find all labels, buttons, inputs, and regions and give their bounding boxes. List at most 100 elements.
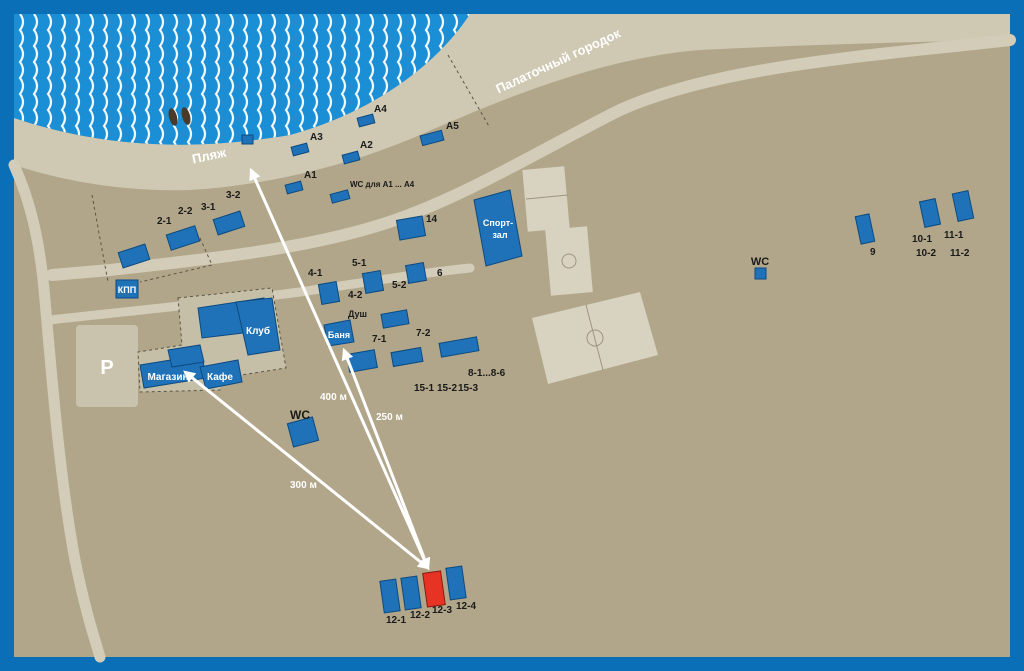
wave-line	[116, 14, 123, 145]
wave-line	[382, 14, 389, 145]
cabin-a5	[419, 129, 445, 147]
cabin-label: А1	[304, 170, 317, 181]
wave-line	[18, 14, 25, 145]
cabin-label: 15-2	[437, 383, 457, 394]
wave-line	[172, 14, 179, 145]
cabin-5-1	[361, 270, 385, 294]
cabin-label: 11-2	[950, 248, 970, 259]
cabin-label: 12-2	[410, 610, 430, 621]
wave-line	[354, 14, 361, 145]
wc-label: WC	[751, 256, 769, 268]
beach-label: Пляж	[191, 145, 229, 167]
cabin-a3	[290, 142, 310, 157]
cabin-label: 2-2	[178, 206, 193, 217]
wave-line	[130, 14, 137, 145]
parking-label: Р	[100, 357, 113, 379]
cabin-label: 12-4	[456, 601, 476, 612]
distance-beach: 400 м	[320, 392, 347, 403]
gym: Спорт- зал	[473, 189, 523, 267]
beach-kiosk	[241, 134, 254, 145]
cabin-label: 7-2	[416, 328, 431, 339]
cabin-label: А3	[310, 132, 323, 143]
cabin-label: 10-2	[916, 248, 936, 259]
wave-line	[46, 14, 53, 145]
cabin-6	[404, 261, 428, 285]
wave-line	[340, 14, 347, 145]
cabin-14	[395, 215, 427, 241]
wave-line	[242, 14, 249, 145]
basketball-court	[545, 226, 593, 296]
gym-label-2: зал	[492, 230, 507, 240]
sauna-label: Баня	[328, 330, 350, 340]
cabin-label: 2-1	[157, 216, 172, 227]
cafe-label: Кафе	[207, 371, 233, 383]
wave-line	[312, 14, 319, 145]
sea	[14, 14, 470, 145]
cabin-label: 15-1	[414, 383, 434, 394]
cabin-label: 5-2	[392, 280, 407, 291]
distance-shop: 300 м	[290, 480, 317, 491]
cabin-label: 15-3	[458, 383, 478, 394]
wc-building	[754, 267, 767, 280]
wave-line	[144, 14, 151, 145]
cabin-a2	[341, 150, 361, 165]
cabin-label: 8-1...8-6	[468, 368, 506, 379]
football-field	[532, 292, 658, 384]
cabin-label: А2	[360, 140, 373, 151]
wave-line	[270, 14, 277, 145]
cabin-4-1	[317, 281, 341, 305]
cabin-12-1	[379, 578, 401, 614]
wave-line	[256, 14, 263, 145]
boat	[181, 107, 191, 125]
distance-arrows	[183, 167, 431, 571]
cabin-3-1	[212, 210, 246, 236]
cabin-label: 14	[426, 214, 438, 225]
wave-line	[74, 14, 81, 145]
checkpoint-label: КПП	[118, 285, 136, 295]
wave-line	[368, 14, 375, 145]
cabin-8	[438, 336, 480, 358]
cabin-label: 11-1	[944, 230, 964, 241]
cabin-label: 4-2	[348, 290, 363, 301]
distance-sauna: 250 м	[376, 412, 403, 423]
wave-line	[186, 14, 193, 145]
wave-line	[326, 14, 333, 145]
wc-label-2: WC	[290, 408, 310, 422]
checkpoint: КПП	[115, 279, 139, 299]
cabin-label: 3-1	[201, 202, 216, 213]
camp-border	[91, 194, 213, 283]
arrow-to-shop	[183, 370, 430, 570]
wave-line	[284, 14, 291, 145]
cabin-12-2	[400, 575, 422, 611]
cabin-label: 9	[870, 247, 876, 258]
parking-lot	[76, 325, 138, 407]
cabin-12-4	[445, 565, 467, 601]
wave-line	[158, 14, 165, 145]
cabin-label: 4-1	[308, 268, 323, 279]
wave-line	[228, 14, 235, 145]
cabin-a4	[356, 113, 376, 128]
cabin-label: 12-1	[386, 615, 406, 626]
cabin-11	[951, 190, 975, 222]
cabin-2-2	[165, 225, 201, 251]
wave-line	[200, 14, 207, 145]
beach-strip	[14, 14, 1010, 191]
cabin-label: А5	[446, 121, 459, 132]
cabin-9	[854, 213, 876, 245]
wave-line	[60, 14, 67, 145]
wave-line	[102, 14, 109, 145]
cabin-2-1	[117, 243, 151, 269]
cabin-12-3-highlight	[422, 570, 446, 608]
cabin-label: А4	[374, 104, 387, 115]
volleyball-court	[522, 166, 570, 232]
wave-line	[214, 14, 221, 145]
cabin-label: 10-1	[912, 234, 932, 245]
cabin-label: 6	[437, 268, 443, 279]
shower-label: Душ	[348, 309, 367, 319]
gym-label-1: Спорт-	[483, 218, 513, 228]
cabin-label: 3-2	[226, 190, 241, 201]
cabin-label: 5-1	[352, 258, 367, 269]
club-label: Клуб	[246, 325, 270, 337]
wc-a-label: WC для А1 ... А4	[350, 180, 415, 189]
